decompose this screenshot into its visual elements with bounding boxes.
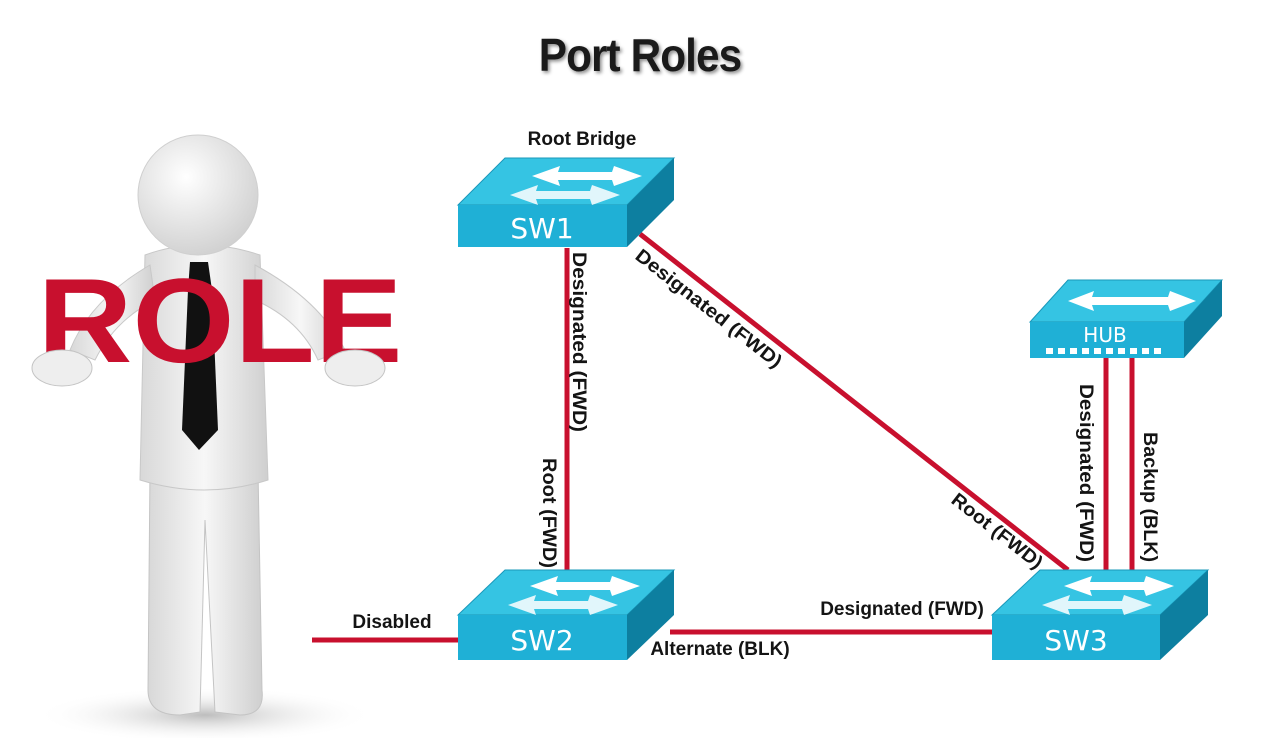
root-bridge-label: Root Bridge: [528, 129, 637, 150]
figure-illustration: ROLE: [31, 134, 403, 738]
switch-sw2[interactable]: SW2: [456, 569, 676, 660]
hub-ports: [1046, 348, 1161, 354]
tie-icon: [182, 262, 218, 450]
hub-backup-label: Backup (BLK): [1139, 432, 1160, 562]
hub-side: [1184, 280, 1222, 358]
sw3-designated-label: Designated (FWD): [820, 599, 984, 620]
links: [312, 232, 1135, 643]
figure-left-hand: [31, 349, 93, 387]
figure-right-hand: [324, 349, 386, 387]
figure-head: [137, 134, 259, 256]
switch-sw1-label: SW1: [510, 212, 573, 245]
switch-sw1-side: [627, 158, 674, 247]
arrows-icon: [1068, 291, 1196, 311]
sw1-sw2-designated-label: Designated (FWD): [568, 252, 589, 432]
sw2-disabled-label: Disabled: [352, 612, 431, 633]
page-title: Port Roles: [538, 29, 742, 81]
switch-sw2-label: SW2: [510, 624, 573, 657]
switch-sw1[interactable]: SW1: [456, 157, 676, 247]
figure-legs: [147, 469, 263, 716]
switch-sw2-side: [627, 570, 674, 660]
sw1-sw3-designated-label: Designated (FWD): [631, 245, 786, 372]
switch-sw1-front: [458, 205, 627, 247]
sw3-root-label: Root (FWD): [947, 489, 1047, 573]
sw2-alternate-label: Alternate (BLK): [650, 639, 789, 660]
figure-right-arm: [254, 264, 346, 361]
link-sw1-sw3: [638, 232, 1070, 572]
figure-left-arm: [69, 264, 156, 361]
hub-label: HUB: [1083, 323, 1126, 347]
hub-designated-label: Designated (FWD): [1075, 384, 1096, 562]
sw2-root-label: Root (FWD): [538, 458, 559, 568]
switch-sw3-label: SW3: [1044, 624, 1107, 657]
arrows-icon: [510, 166, 642, 205]
switch-sw2-front: [458, 615, 627, 660]
figure-shadow: [35, 687, 375, 738]
switch-sw3-front: [992, 615, 1160, 660]
switch-sw3-side: [1160, 570, 1208, 660]
hub-device[interactable]: HUB: [1028, 279, 1224, 358]
switch-sw3[interactable]: SW3: [990, 569, 1210, 660]
arrows-icon: [1042, 576, 1174, 615]
arrows-icon: [508, 576, 640, 615]
